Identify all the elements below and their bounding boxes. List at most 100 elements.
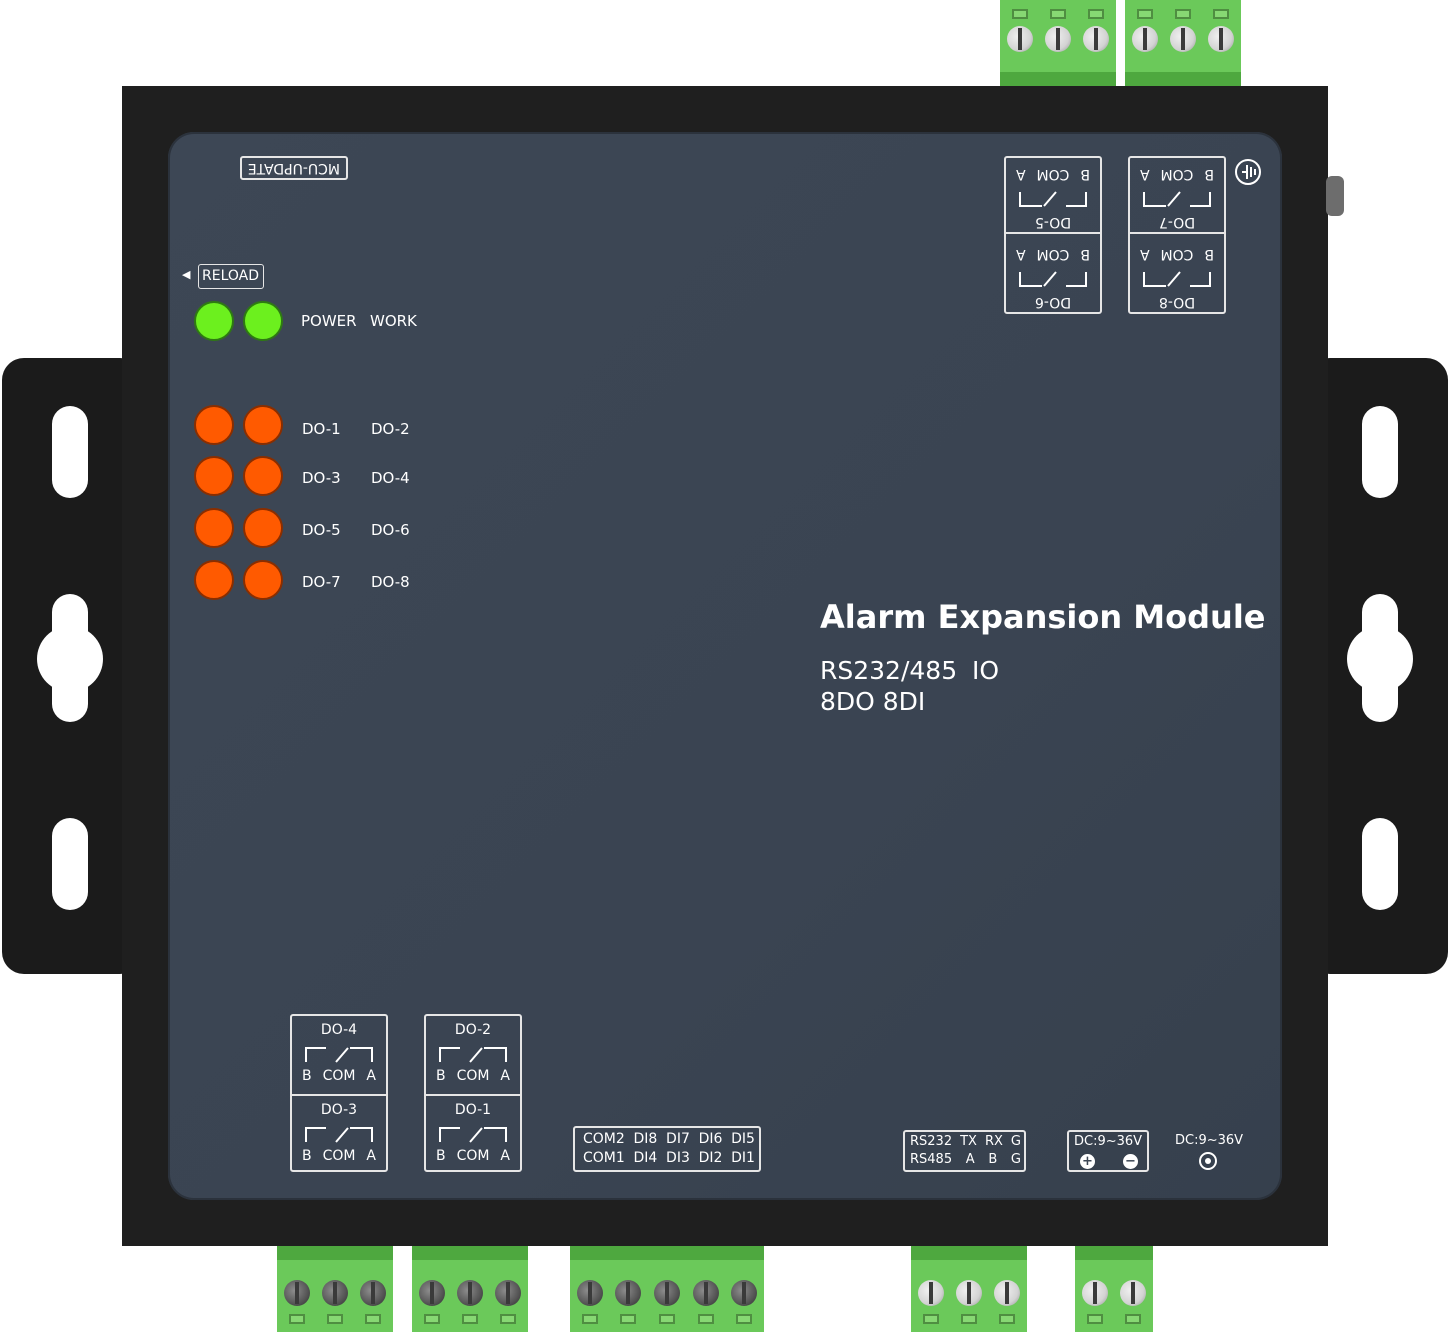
terminal-screw[interactable] <box>322 1280 348 1306</box>
terminal-screw[interactable] <box>1120 1280 1146 1306</box>
relay-label: DO-8 <box>1158 294 1196 310</box>
relay-contact-icon <box>1143 191 1211 207</box>
terminal-screw[interactable] <box>284 1280 310 1306</box>
terminal-screw[interactable] <box>1045 26 1071 52</box>
terminal-screw[interactable] <box>654 1280 680 1306</box>
terminal-block-serial <box>911 1246 1027 1332</box>
do3-led <box>194 456 234 496</box>
terminal-block-do2-do1 <box>412 1246 528 1332</box>
do2-led <box>243 405 283 445</box>
mounting-slot <box>1362 406 1398 498</box>
terminal-screw[interactable] <box>918 1280 944 1306</box>
serial-label: RX <box>984 1134 1003 1149</box>
di-label: DI6 <box>698 1131 723 1147</box>
serial-label: G <box>1010 1152 1021 1167</box>
plus-icon: + <box>1080 1154 1095 1169</box>
mcu-update-label-box: MCU-UPDATE <box>240 156 348 180</box>
device-title: Alarm Expansion Module <box>820 598 1266 636</box>
mounting-slot <box>1362 818 1398 910</box>
terminal-screw[interactable] <box>994 1280 1020 1306</box>
reload-arrow-icon: ◀ <box>182 268 191 281</box>
dc-jack-label: DC:9~36V <box>1175 1133 1244 1148</box>
di-label: DI1 <box>731 1150 755 1166</box>
do6-led <box>243 508 283 548</box>
serial-label: A <box>965 1152 975 1167</box>
terminal-screw[interactable] <box>495 1280 521 1306</box>
work-led <box>243 301 283 341</box>
power-label-box: DC:9~36V + − <box>1067 1130 1149 1172</box>
power-input-label: DC:9~36V <box>1074 1134 1143 1149</box>
do7-led-label: DO-7 <box>302 573 341 591</box>
relay-contact-icon <box>439 1047 507 1063</box>
terminal-screw[interactable] <box>1170 26 1196 52</box>
relay-label: DO-7 <box>1158 214 1196 230</box>
terminal-block-power <box>1075 1246 1153 1332</box>
di-label: DI5 <box>731 1131 755 1147</box>
terminal-screw[interactable] <box>1208 26 1234 52</box>
relay-label: DO-3 <box>320 1102 358 1118</box>
reload-button[interactable]: RELOAD <box>198 264 264 289</box>
terminal-screw[interactable] <box>615 1280 641 1306</box>
serial-label: G <box>1010 1134 1021 1149</box>
do1-led <box>194 405 234 445</box>
device-channels: 8DO 8DI <box>820 687 926 716</box>
di-label-box: COM2 DI8 DI7 DI6 DI5 COM1 DI4 DI3 DI2 DI… <box>573 1126 761 1172</box>
dc-jack-icon[interactable] <box>1199 1152 1217 1170</box>
do8-led-label: DO-8 <box>371 573 410 591</box>
do4-led <box>243 456 283 496</box>
relay-contact-icon <box>1143 271 1211 287</box>
relay-contact-icon <box>1019 191 1087 207</box>
di-label: DI3 <box>666 1150 690 1166</box>
power-label: POWER <box>301 312 357 330</box>
serial-label: TX <box>960 1134 977 1149</box>
device-io: IO <box>972 656 1000 685</box>
do2-led-label: DO-2 <box>371 420 410 438</box>
terminal-screw[interactable] <box>360 1280 386 1306</box>
relay-contact-icon <box>305 1127 373 1143</box>
terminal-screw[interactable] <box>457 1280 483 1306</box>
mounting-keyhole <box>37 594 103 722</box>
terminal-screw[interactable] <box>693 1280 719 1306</box>
do6-led-label: DO-6 <box>371 521 410 539</box>
terminal-screw[interactable] <box>1082 1280 1108 1306</box>
mcu-update-label: MCU-UPDATE <box>247 160 340 176</box>
reload-label: RELOAD <box>202 268 260 284</box>
power-led <box>194 301 234 341</box>
ground-icon <box>1235 159 1261 185</box>
terminal-screw[interactable] <box>1132 26 1158 52</box>
di-label: DI4 <box>633 1150 658 1166</box>
di-label: COM2 <box>583 1131 625 1147</box>
terminal-screw[interactable] <box>1083 26 1109 52</box>
terminal-screw[interactable] <box>731 1280 757 1306</box>
relay-contact-icon <box>439 1127 507 1143</box>
mounting-ear-left <box>2 358 142 974</box>
relay-label: DO-1 <box>454 1102 492 1118</box>
di-label: DI8 <box>633 1131 658 1147</box>
relay-contact-icon <box>1019 271 1087 287</box>
serial-label: B <box>988 1152 998 1167</box>
work-label: WORK <box>370 312 417 330</box>
terminal-block-top-do7-do8 <box>1125 0 1241 86</box>
di-label: DI2 <box>698 1150 723 1166</box>
di-label: COM1 <box>583 1150 625 1166</box>
terminal-screw[interactable] <box>419 1280 445 1306</box>
ground-screw <box>1326 176 1344 216</box>
terminal-block-di <box>570 1246 764 1332</box>
mounting-slot <box>52 818 88 910</box>
front-panel: MCU-UPDATE ◀ RELOAD POWER WORK DO-1 DO-2… <box>168 132 1282 1200</box>
terminal-screw[interactable] <box>956 1280 982 1306</box>
do5-led <box>194 508 234 548</box>
terminal-screw[interactable] <box>1007 26 1033 52</box>
terminal-screw[interactable] <box>577 1280 603 1306</box>
do7-led <box>194 560 234 600</box>
serial-label: RS232 <box>910 1134 953 1149</box>
relay-label: DO-2 <box>454 1022 492 1038</box>
di-label: DI7 <box>666 1131 690 1147</box>
relay-label: DO-5 <box>1034 214 1072 230</box>
mounting-ear-right <box>1308 358 1448 974</box>
do8-led <box>243 560 283 600</box>
do4-led-label: DO-4 <box>371 469 410 487</box>
